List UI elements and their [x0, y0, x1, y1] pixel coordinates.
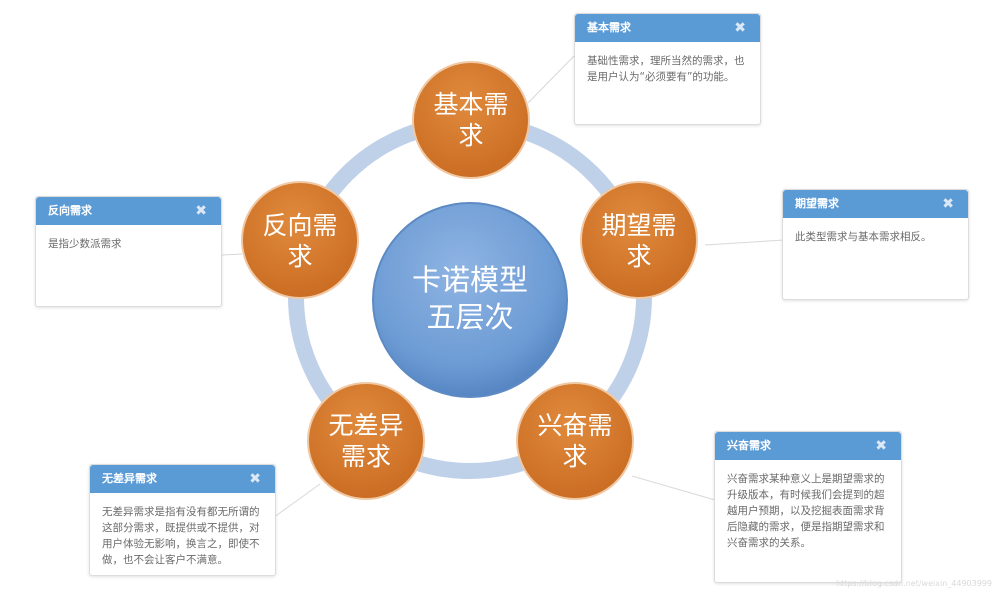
node-expected-line1: 期望需 [601, 211, 676, 240]
center-label-line1: 卡诺模型 [412, 263, 528, 297]
connector-indifferent [269, 483, 321, 521]
node-expected-line2: 求 [626, 242, 651, 271]
node-basic-line2: 求 [458, 121, 483, 150]
card-expected-body: 此类型需求与基本需求相反。 [795, 231, 932, 243]
connector-basic [527, 54, 576, 104]
card-indifferent: 无差异需求 ✖ 无差异需求是指有没有都无所谓的这部分需求，既提供或不提供，对用户… [89, 464, 276, 576]
node-excitement[interactable] [516, 382, 634, 500]
node-expected[interactable] [580, 181, 698, 299]
connector-expected [704, 239, 785, 246]
card-excitement-title: 兴奋需求 [727, 439, 771, 452]
close-icon[interactable]: ✖ [249, 471, 261, 487]
card-reverse-title: 反向需求 [48, 204, 92, 217]
node-indifferent-line1: 无差异 [328, 411, 403, 440]
card-basic-title: 基本需求 [587, 21, 631, 34]
node-excitement-line2: 求 [562, 442, 587, 471]
card-expected-title: 期望需求 [795, 197, 839, 210]
node-reverse-line1: 反向需 [262, 211, 337, 240]
node-basic-line1: 基本需 [433, 90, 508, 119]
card-reverse-body: 是指少数派需求 [48, 238, 122, 250]
card-indifferent-body: 无差异需求是指有没有都无所谓的这部分需求，既提供或不提供，对用户体验无影响，换言… [102, 506, 260, 566]
node-indifferent-line2: 需求 [341, 442, 391, 471]
close-icon[interactable]: ✖ [195, 203, 207, 219]
watermark: https://blog.csdn.net/weixin_44903999 [835, 579, 992, 588]
connector-reverse [221, 253, 243, 256]
close-icon[interactable]: ✖ [875, 438, 887, 454]
connector-excitement [631, 475, 716, 501]
card-basic: 基本需求 ✖ 基础性需求，理所当然的需求，也是用户认为“必须要有”的功能。 [574, 13, 761, 125]
center-circle [372, 202, 568, 398]
card-basic-header: 基本需求 ✖ [575, 14, 760, 42]
card-indifferent-title: 无差异需求 [102, 472, 157, 485]
close-icon[interactable]: ✖ [734, 20, 746, 36]
node-basic[interactable] [412, 61, 530, 179]
node-reverse[interactable] [241, 181, 359, 299]
close-icon[interactable]: ✖ [942, 196, 954, 212]
card-expected: 期望需求 ✖ 此类型需求与基本需求相反。 [782, 189, 969, 300]
card-reverse: 反向需求 ✖ 是指少数派需求 [35, 196, 222, 307]
card-indifferent-header: 无差异需求 ✖ [90, 465, 275, 493]
card-expected-header: 期望需求 ✖ [783, 190, 968, 218]
node-indifferent[interactable] [307, 382, 425, 500]
node-reverse-line2: 求 [287, 242, 312, 271]
card-excitement-body: 兴奋需求某种意义上是期望需求的升级版本，有时候我们会提到的超越用户预期，以及挖掘… [727, 473, 885, 549]
center-label-line2: 五层次 [426, 300, 513, 334]
card-basic-body: 基础性需求，理所当然的需求，也是用户认为“必须要有”的功能。 [587, 55, 745, 83]
card-excitement: 兴奋需求 ✖ 兴奋需求某种意义上是期望需求的升级版本，有时候我们会提到的超越用户… [714, 431, 902, 583]
node-excitement-line1: 兴奋需 [537, 411, 612, 440]
card-excitement-header: 兴奋需求 ✖ [715, 432, 901, 460]
card-reverse-header: 反向需求 ✖ [36, 197, 221, 225]
